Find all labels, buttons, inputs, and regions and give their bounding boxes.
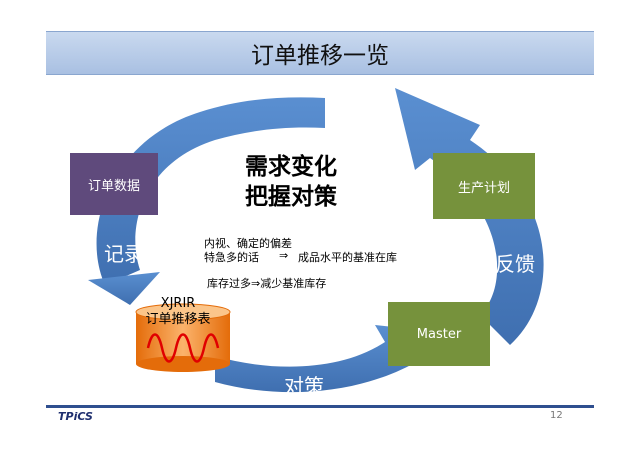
note-overstock: 库存过多⇒减少基准库存 bbox=[207, 277, 327, 290]
master-label: Master bbox=[416, 326, 462, 342]
order-data-label: 订单数据 bbox=[87, 178, 140, 194]
order-data-box: 订单数据 bbox=[70, 153, 158, 215]
tpics-logo: TPiCS bbox=[58, 410, 93, 423]
center-title: 需求变化 把握对策 bbox=[221, 152, 361, 212]
note-implies-arrow: ⇒ bbox=[279, 249, 289, 262]
production-plan-label: 生产计划 bbox=[457, 180, 510, 196]
arrow-left-head bbox=[88, 272, 160, 305]
note-deviation: 内视、确定的偏差 bbox=[204, 237, 292, 250]
arrow-label-feedback: 反馈 bbox=[495, 252, 535, 276]
arrow-right bbox=[395, 88, 544, 345]
note-urgent: 特急多的话 bbox=[204, 251, 259, 264]
arrow-label-countermeasure: 对策 bbox=[284, 374, 324, 398]
database-label: XJRIR 订单推移表 bbox=[128, 296, 228, 328]
arrow-label-record: 记录 bbox=[104, 242, 144, 266]
slide-title: 订单推移一览 bbox=[251, 43, 389, 69]
database-label-line1: XJRIR bbox=[160, 296, 196, 311]
note-inventory-standard: 成品水平的基准在库 bbox=[298, 251, 397, 264]
wave-line bbox=[146, 333, 220, 363]
center-title-line1: 需求变化 bbox=[245, 154, 337, 180]
database-label-line2: 订单推移表 bbox=[145, 312, 211, 327]
arrow-bottom bbox=[215, 325, 420, 393]
center-title-line2: 把握对策 bbox=[245, 184, 337, 210]
database-cylinder bbox=[135, 303, 231, 372]
footer-divider bbox=[46, 405, 594, 408]
arrow-top-left bbox=[96, 97, 325, 286]
page-number: 12 bbox=[550, 410, 563, 421]
title-bar: 订单推移一览 bbox=[46, 31, 594, 75]
master-box: Master bbox=[388, 302, 490, 366]
production-plan-box: 生产计划 bbox=[433, 153, 535, 219]
